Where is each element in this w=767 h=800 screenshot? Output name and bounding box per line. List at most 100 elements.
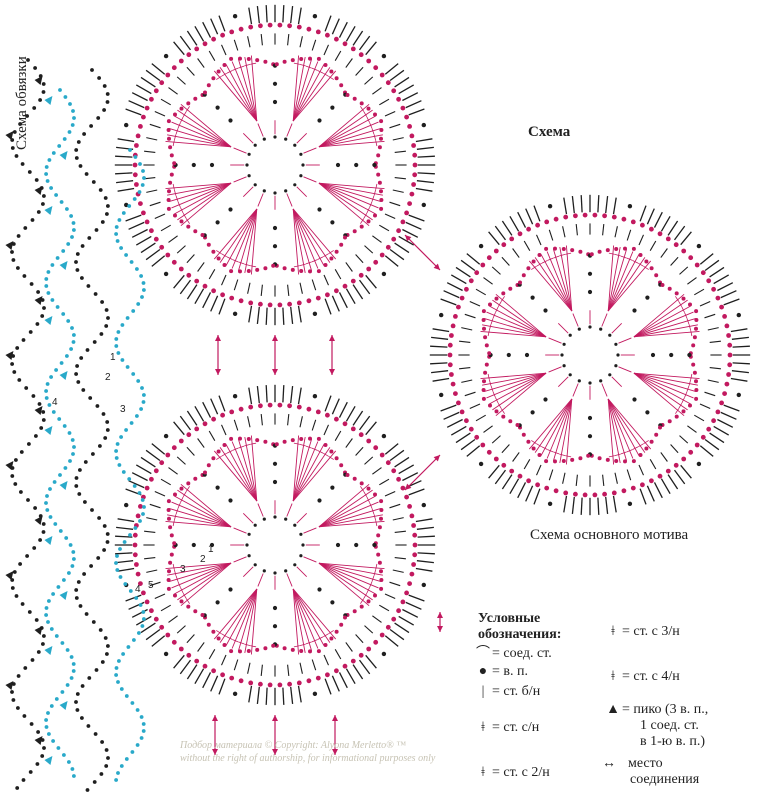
petal-crossbar: [328, 75, 334, 80]
edging-black-dot: [33, 506, 37, 510]
between-chain-dot: [354, 542, 359, 548]
petal-crossbar: [177, 502, 181, 509]
edging-black-dot: [98, 188, 103, 192]
outer-stitch: [345, 25, 356, 42]
edging-cyan-dot: [141, 512, 145, 516]
petal-crossbar: [366, 116, 370, 123]
outer-chain-dot: [232, 394, 238, 399]
petal-chain-dot: [501, 291, 506, 296]
edging-cyan-dot: [117, 218, 122, 222]
petal-chain-dot: [282, 439, 287, 444]
ring-chain-dot: [220, 32, 226, 38]
petal-chain-dot: [173, 492, 177, 497]
dc4-icon: ǂ: [611, 669, 615, 684]
petal-chain-dot: [631, 246, 636, 251]
inner-stitch: [548, 469, 554, 481]
ring-chain-dot: [229, 29, 235, 35]
outer-stitch: [398, 84, 415, 95]
inner-stitch: [469, 300, 481, 307]
petal-stitch: [318, 562, 382, 583]
ring-chain-dot: [211, 288, 217, 294]
edging-cyan-dot: [67, 760, 71, 764]
inner-stitch: [146, 569, 158, 573]
edging-black-dot: [21, 338, 26, 342]
outer-stitch: [145, 69, 161, 82]
outer-stitch: [173, 274, 185, 289]
petal-stitch: [244, 57, 258, 122]
edging-cyan-dot: [115, 239, 120, 243]
center-chain-dot: [253, 523, 257, 527]
edging-black-dot: [10, 586, 15, 590]
ring-chain-dot: [553, 216, 559, 222]
edging-cyan-dot: [121, 470, 126, 474]
ring-chain-dot: [135, 571, 141, 577]
edging-black-dot: [22, 274, 27, 278]
outer-stitch: [290, 686, 294, 704]
petal-chain-dot: [179, 106, 184, 111]
ring-chain-dot: [315, 295, 321, 301]
petal-chain-dot: [222, 443, 227, 447]
petal-stitch: [292, 441, 319, 502]
edging-cyan-dot: [49, 704, 54, 708]
ring-chain-dot: [296, 300, 302, 306]
between-chain-dot: [215, 105, 220, 110]
inner-stitch: [208, 649, 216, 660]
edging-cyan-dot: [114, 673, 118, 677]
outer-chain-dot: [478, 243, 484, 249]
petal-stitch: [633, 299, 688, 338]
center-chain-dot: [301, 543, 305, 547]
petal-crossbar: [489, 379, 492, 386]
ring-chain-dot: [342, 283, 348, 289]
petal-stitch: [244, 588, 258, 653]
edging-black-dot: [104, 764, 109, 768]
edging-black-dot: [91, 452, 95, 456]
petal-chain-dot: [345, 473, 350, 477]
inner-stitch: [523, 240, 531, 251]
edging-cyan-dot: [139, 715, 144, 719]
edging-cyan-dot: [47, 403, 52, 407]
petal-stitch: [318, 182, 383, 196]
edging-black-dot: [41, 82, 46, 86]
petal-stitch: [633, 372, 691, 405]
inner-stitch: [379, 224, 390, 232]
ring-chain-dot: [447, 342, 453, 348]
outer-stitch: [297, 685, 302, 703]
petal-chain-dot: [203, 470, 207, 475]
edging-cyan-dot: [51, 410, 56, 414]
petal-chain-dot: [193, 229, 198, 234]
edging-cyan-dot: [132, 638, 136, 642]
edging-cyan-dot: [72, 774, 76, 778]
edging-cyan-dot: [56, 585, 61, 589]
center-stitch: [557, 322, 569, 334]
edging-black-dot: [102, 108, 106, 112]
edging-cyan-dot: [62, 137, 67, 141]
ring-chain-dot: [544, 485, 550, 491]
outer-stitch: [699, 445, 714, 457]
petal-chain-dot: [638, 453, 643, 457]
ring-chain-dot: [267, 682, 273, 688]
petal-chain-dot: [334, 76, 339, 81]
ring-chain-dot: [621, 216, 627, 222]
outer-stitch: [140, 456, 156, 468]
petal-chain-dot: [366, 486, 371, 491]
petal-stitch: [219, 208, 258, 263]
petal-crossbar: [553, 451, 560, 455]
ring-chain-dot: [194, 278, 200, 284]
petal-stitch: [318, 483, 370, 528]
inner-stitch: [160, 604, 171, 612]
edging-black-dot: [42, 746, 46, 750]
edging-cyan-dot: [65, 648, 70, 652]
edging-black-dot: [12, 370, 17, 374]
edging-black-dot: [91, 180, 96, 184]
inner-stitch: [299, 36, 303, 48]
outer-stitch: [394, 456, 410, 468]
join-arrowhead: [212, 749, 218, 755]
edging-black-dot: [42, 634, 46, 638]
outer-stitch: [612, 495, 617, 513]
ring-chain-dot: [379, 632, 385, 638]
picot-triangle-cyan: [44, 756, 53, 765]
picot-triangle-cyan: [59, 371, 68, 380]
outer-stitch: [398, 235, 415, 246]
between-chain-dot: [272, 225, 278, 231]
